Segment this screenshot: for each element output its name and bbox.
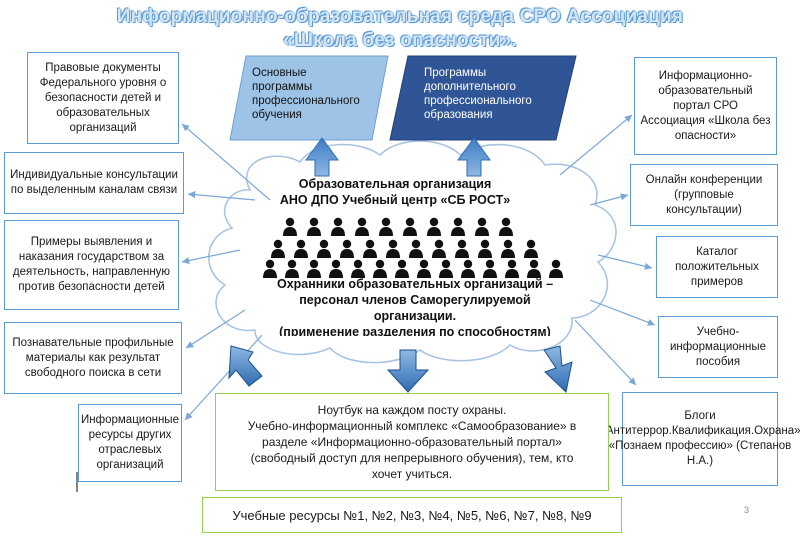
laptop-complex-line: Ноутбук на каждом посту охраны.	[317, 403, 507, 417]
program-parallelogram-left	[229, 55, 389, 141]
connector-arrow	[184, 334, 263, 421]
person-icon	[527, 259, 541, 278]
connector-arrow	[589, 299, 656, 326]
person-icon	[307, 259, 321, 278]
cloud-guards-line: организации.	[373, 309, 457, 323]
box-online-conferences: Онлайн конференции (групповые консультац…	[630, 164, 778, 226]
box-blogs: Блоги «Антитеррор.Квалификация.Охрана» «…	[599, 392, 800, 486]
person-icon	[439, 259, 453, 278]
program-right-line: профессионального	[424, 95, 532, 107]
person-icon	[505, 259, 519, 278]
person-icon	[478, 239, 492, 258]
connector-arrow	[574, 319, 637, 386]
up-arrow-right	[457, 137, 491, 177]
connector-arrow	[185, 309, 246, 349]
person-icon	[524, 239, 538, 258]
box-cognitive-materials: Познавательные профильные материалы как …	[4, 322, 182, 394]
program-left-line: обучения	[252, 109, 302, 121]
slide-number: 3	[744, 505, 750, 515]
laptop-complex-line: (свободный доступ для непрерывного обуче…	[250, 451, 574, 465]
program-left-line: программы	[252, 81, 313, 93]
connector-arrow	[589, 193, 629, 206]
people-group	[263, 217, 563, 278]
connector-arrow	[181, 123, 271, 201]
person-icon	[549, 259, 563, 278]
laptop-complex-line: хочет учиться.	[371, 467, 453, 481]
person-icon	[294, 239, 308, 258]
person-icon	[409, 239, 423, 258]
down-arrow-center	[386, 349, 430, 393]
box-portal: Информационно-образовательный портал СРО…	[634, 57, 777, 155]
program-parallelogram-right	[389, 55, 577, 141]
up-arrow-left	[305, 137, 339, 177]
box-legal-documents: Правовые документы Федерального уровня о…	[27, 52, 179, 144]
person-icon	[331, 217, 345, 236]
person-icon	[355, 217, 369, 236]
program-right-line: образования	[424, 109, 493, 121]
connector-arrow	[187, 191, 256, 201]
cloud-guards-line: (применение разделения по способностям)	[279, 325, 551, 336]
cloud-org-title: Образовательная организация АНО ДПО Учеб…	[260, 176, 530, 208]
program-right-line: Программы	[424, 67, 487, 79]
program-right-label: Программы дополнительного профессиональн…	[424, 66, 554, 122]
down-arrow-right	[543, 345, 573, 393]
person-icon	[317, 239, 331, 258]
box-individual-consultations: Индивидуальные консультации по выделенны…	[4, 152, 184, 214]
connector-arrow	[559, 114, 633, 176]
connector-arrow	[181, 249, 241, 265]
connector-arrow	[597, 254, 653, 270]
cloud-org-line: Образовательная организация	[298, 177, 492, 191]
person-icon	[499, 217, 513, 236]
person-icon	[501, 239, 515, 258]
person-icon	[386, 239, 400, 258]
box-catalog: Каталог положительных примеров	[656, 236, 778, 298]
person-icon	[283, 217, 297, 236]
person-icon	[461, 259, 475, 278]
person-icon	[417, 259, 431, 278]
person-icon	[351, 259, 365, 278]
program-left-line: профессионального	[252, 95, 360, 107]
program-right-line: дополнительного	[424, 81, 516, 93]
person-icon	[455, 239, 469, 258]
title-line-1: Информационно-образовательная среда СРО …	[116, 6, 684, 27]
person-icon	[285, 259, 299, 278]
person-icon	[373, 259, 387, 278]
cloud-guards-line: Охранники образовательных организаций –	[276, 277, 554, 291]
program-left-line: Основные	[252, 67, 307, 79]
down-arrow-left	[228, 345, 263, 387]
person-icon	[307, 217, 321, 236]
box-examples-punishment: Примеры выявления и наказания государств…	[4, 220, 179, 310]
box-laptop-complex: Ноутбук на каждом посту охраны. Учебно-и…	[215, 393, 609, 491]
person-icon	[271, 239, 285, 258]
person-icon	[451, 217, 465, 236]
cloud-guards-text: Охранники образовательных организаций – …	[250, 276, 580, 336]
person-icon	[475, 217, 489, 236]
box-learning-resources: Учебные ресурсы №1, №2, №3, №4, №5, №6, …	[202, 497, 622, 533]
person-icon	[379, 217, 393, 236]
cloud-org-line: АНО ДПО Учебный центр «СБ РОСТ»	[279, 193, 511, 207]
person-icon	[427, 217, 441, 236]
program-left-label: Основные программы профессионального обу…	[252, 66, 372, 122]
title-line-2: «Школа без опасности».	[283, 30, 517, 51]
person-icon	[483, 259, 497, 278]
person-icon	[263, 259, 277, 278]
person-icon	[363, 239, 377, 258]
person-icon	[340, 239, 354, 258]
box-other-resources: Информационные ресурсы других отраслевых…	[78, 404, 182, 482]
cloud-guards-line: персонал членов Саморегулируемой	[299, 293, 531, 307]
person-icon	[395, 259, 409, 278]
person-icon	[329, 259, 343, 278]
laptop-complex-line: Учебно-информационный комплекс «Самообра…	[247, 419, 577, 433]
box-tutorials: Учебно-информационные пособия	[658, 316, 778, 378]
person-icon	[403, 217, 417, 236]
person-icon	[432, 239, 446, 258]
laptop-complex-line: разделе «Информационно-образовательный п…	[262, 435, 562, 449]
